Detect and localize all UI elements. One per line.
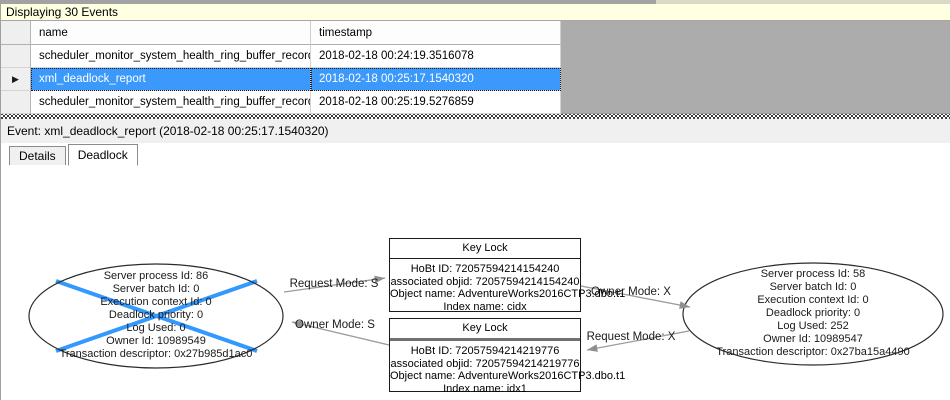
tab-details[interactable]: Details (9, 146, 66, 165)
process-attr: Log Used: 252 (777, 320, 849, 332)
lock-attr: Object name: AdventureWorks2016CTP3.dbo.… (390, 288, 626, 300)
tab-deadlock[interactable]: Deadlock (67, 144, 138, 166)
edge-owner-s-arrow (291, 320, 390, 346)
row-header[interactable] (1, 91, 31, 114)
cell-name[interactable]: scheduler_monitor_system_health_ring_buf… (31, 91, 311, 114)
current-row-marker-icon: ▶ (12, 73, 19, 84)
deadlock-graph-canvas: Server process Id: 86 Server batch Id: 0… (1, 165, 950, 400)
process-attr: Deadlock priority: 0 (765, 307, 861, 319)
deadlock-graph-drawing (28, 262, 944, 369)
process-node-left-text: Server process Id: 86 Server batch Id: 0… (41, 270, 271, 361)
grid-empty-area (561, 21, 950, 114)
edge-request-s-arrow (283, 275, 386, 293)
lock-attr: associated objid: 72057594214154240 (390, 275, 580, 288)
edge-label-request-x: Request Mode: X (586, 331, 676, 343)
lock-attr: Index name: cidx (443, 300, 527, 313)
process-node-right[interactable] (682, 262, 944, 366)
cell-name-selected[interactable]: xml_deadlock_report (31, 68, 311, 91)
events-grid: name timestamp scheduler_monitor_system_… (1, 21, 950, 114)
column-header-timestamp[interactable]: timestamp (311, 21, 561, 45)
process-attr: Transaction descriptor: 0x27ba15a4490 (716, 346, 910, 358)
victim-cross-icon (55, 279, 258, 353)
edge-owner-x-arrow (580, 285, 691, 309)
lock-node-body: HoBt ID: 72057594214154240 associated ob… (390, 259, 626, 313)
cell-timestamp-selected[interactable]: 2018-02-18 00:25:17.1540320 (311, 68, 561, 91)
grid-corner-cell (1, 21, 31, 45)
event-count-bar: Displaying 30 Events (1, 4, 950, 21)
edge-request-x-arrow (586, 330, 690, 352)
lock-node-title: Key Lock (390, 239, 580, 259)
lock-attr: associated objid: 72057594214219776 (390, 357, 580, 370)
process-attr: Owner Id: 10989549 (106, 335, 206, 347)
selected-event-label: Event: xml_deadlock_report (2018-02-18 0… (1, 119, 950, 143)
cell-timestamp[interactable]: 2018-02-18 00:25:19.5276859 (311, 91, 561, 114)
lock-attr: HoBt ID: 72057594214154240 (410, 263, 560, 275)
process-node-right-text: Server process Id: 58 Server batch Id: 0… (698, 268, 928, 359)
edge-label-owner-s: Owner Mode: S (295, 319, 375, 331)
process-node-left[interactable] (28, 263, 284, 369)
top-edge-strip (1, 0, 950, 4)
process-attr: Deadlock priority: 0 (108, 309, 204, 321)
cell-name[interactable]: scheduler_monitor_system_health_ring_buf… (31, 45, 311, 68)
process-attr: Server process Id: 58 (760, 268, 866, 280)
lock-attr: Index name: idx1 (443, 382, 527, 395)
lock-node-title: Key Lock (390, 319, 580, 341)
process-attr: Owner Id: 10989547 (763, 333, 863, 345)
row-header[interactable] (1, 45, 31, 68)
process-attr: Log Used: 0 (126, 322, 186, 334)
detail-tabstrip: Details Deadlock (1, 143, 950, 166)
process-attr: Execution context Id: 0 (757, 294, 869, 306)
lock-node-body: HoBt ID: 72057594214219776 associated ob… (390, 341, 626, 395)
edge-label-owner-x: Owner Mode: X (591, 286, 671, 298)
process-attr: Transaction descriptor: 0x27b985d1ac0 (59, 348, 253, 360)
edge-label-request-s: Request Mode: S (289, 278, 379, 290)
column-header-name[interactable]: name (31, 21, 311, 45)
lock-attr: HoBt ID: 72057594214219776 (410, 345, 560, 357)
row-header-selected[interactable]: ▶ (1, 68, 31, 91)
lock-node-bottom[interactable]: Key Lock HoBt ID: 72057594214219776 asso… (389, 318, 626, 395)
process-attr: Execution context Id: 0 (100, 296, 212, 308)
lock-node-top[interactable]: Key Lock HoBt ID: 72057594214154240 asso… (389, 238, 626, 313)
process-attr: Server batch Id: 0 (112, 283, 200, 295)
cell-timestamp[interactable]: 2018-02-18 00:24:19.3516078 (311, 45, 561, 68)
grid-detail-splitter[interactable] (1, 114, 950, 119)
process-attr: Server batch Id: 0 (769, 281, 857, 293)
lock-attr: Object name: AdventureWorks2016CTP3.dbo.… (390, 370, 626, 382)
process-attr: Server process Id: 86 (103, 270, 209, 282)
